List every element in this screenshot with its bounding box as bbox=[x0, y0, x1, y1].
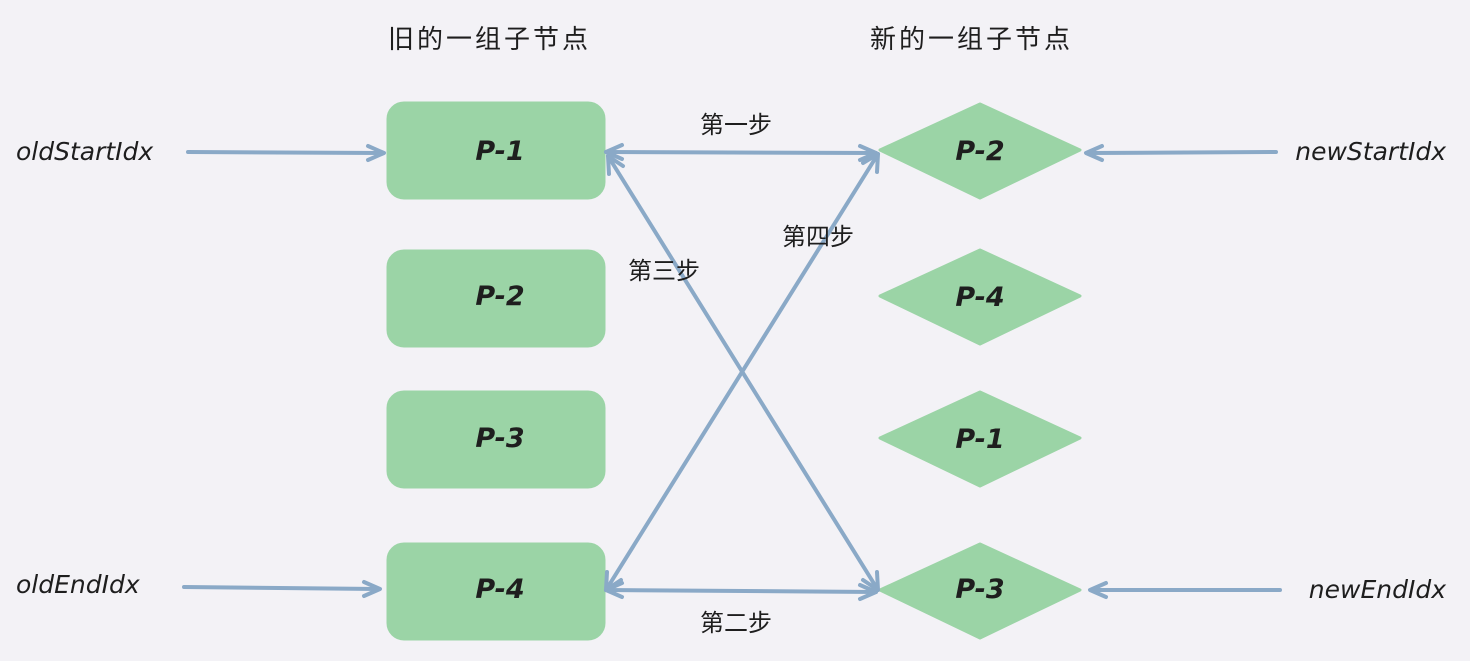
old-node: P-2 bbox=[386, 249, 606, 348]
new-group-title: 新的一组子节点 bbox=[870, 25, 1073, 55]
step4-connector bbox=[604, 152, 880, 592]
old-start-idx-label: oldStartIdx bbox=[16, 137, 153, 166]
old-node: P-1 bbox=[386, 101, 606, 200]
old-start-pointer-arrow bbox=[186, 144, 386, 162]
new-node-label: P-1 bbox=[955, 424, 1004, 455]
step2-label: 第二步 bbox=[700, 609, 772, 637]
old-node: P-3 bbox=[386, 390, 606, 489]
new-node: P-3 bbox=[878, 542, 1082, 640]
old-node: P-4 bbox=[386, 542, 606, 641]
old-node-label: P-2 bbox=[475, 281, 524, 312]
new-node-label: P-3 bbox=[955, 574, 1004, 605]
new-end-pointer-arrow bbox=[1088, 581, 1282, 599]
old-group-title: 旧的一组子节点 bbox=[388, 25, 591, 55]
new-node: P-4 bbox=[878, 248, 1082, 346]
new-end-idx-label: newEndIdx bbox=[1309, 575, 1446, 604]
new-node-label: P-2 bbox=[955, 136, 1004, 167]
step1-label: 第一步 bbox=[700, 111, 772, 139]
step4-label: 第四步 bbox=[782, 223, 854, 251]
old-node-label: P-1 bbox=[475, 136, 524, 167]
new-node: P-1 bbox=[878, 390, 1082, 488]
step1-connector bbox=[604, 143, 878, 162]
old-end-idx-label: oldEndIdx bbox=[16, 570, 140, 599]
step2-connector bbox=[604, 581, 878, 601]
new-node: P-2 bbox=[878, 102, 1082, 200]
new-start-idx-label: newStartIdx bbox=[1295, 137, 1446, 166]
step3-label: 第三步 bbox=[628, 257, 700, 285]
old-node-label: P-4 bbox=[475, 574, 524, 605]
new-node-label: P-4 bbox=[955, 282, 1004, 313]
old-node-label: P-3 bbox=[475, 423, 524, 454]
new-start-pointer-arrow bbox=[1084, 144, 1278, 162]
old-end-pointer-arrow bbox=[182, 580, 382, 598]
